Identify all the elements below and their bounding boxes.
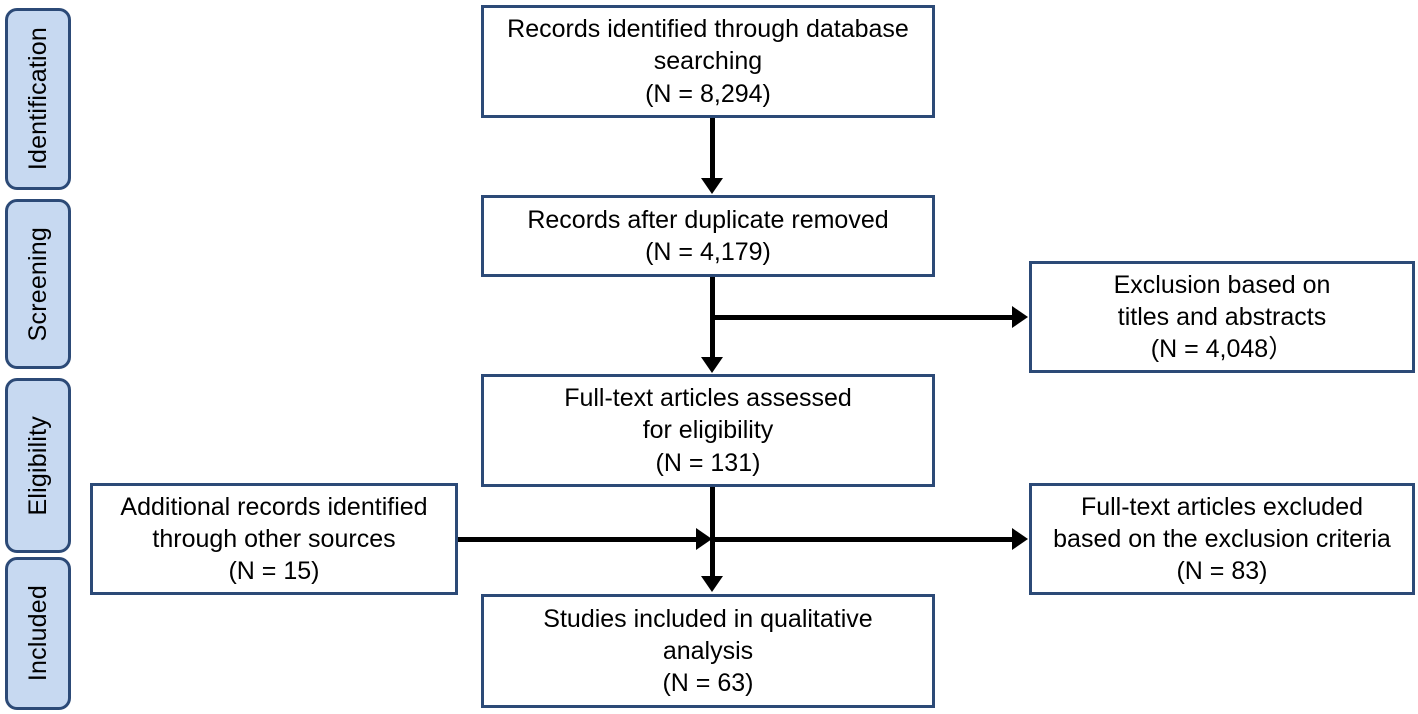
box-exclusion-titles-abstracts: Exclusion based on titles and abstracts … [1029, 261, 1415, 373]
connector-spine-to-excluded [713, 537, 1013, 542]
arrowhead-spine-to-excluded [1012, 528, 1028, 550]
box-fulltext-assessed-text: Full-text articles assessed for eligibil… [564, 384, 852, 477]
stage-included-label: Included [23, 585, 52, 682]
box-studies-included-text: Studies included in qualitative analysis… [543, 604, 873, 698]
box-exclusion-titles-abstracts-text: Exclusion based on titles and abstracts … [1113, 270, 1331, 364]
stage-eligibility-label: Eligibility [23, 415, 52, 516]
box-studies-included: Studies included in qualitative analysis… [481, 594, 935, 708]
box-records-identified: Records identified through database sear… [481, 5, 935, 118]
box-additional-records: Additional records identified through ot… [90, 483, 458, 595]
stage-screening-label: Screening [23, 226, 52, 342]
connector-identified-to-duplicates [710, 118, 715, 181]
box-records-identified-text: Records identified through database sear… [507, 15, 909, 108]
arrowhead-fulltext-to-included [701, 576, 723, 592]
arrowhead-branch-to-exclusion [1012, 306, 1028, 328]
box-records-after-duplicates: Records after duplicate removed (N = 4,1… [481, 195, 935, 277]
stage-identification: Identification [5, 8, 71, 190]
stage-identification-label: Identification [23, 27, 52, 171]
connector-branch-to-exclusion [710, 315, 1013, 320]
box-fulltext-assessed: Full-text articles assessed for eligibil… [481, 374, 935, 487]
stage-eligibility: Eligibility [5, 378, 71, 553]
stage-screening: Screening [5, 199, 71, 369]
stage-included: Included [5, 557, 71, 710]
connector-additional-to-spine [458, 537, 698, 542]
box-fulltext-excluded-text: Full-text articles excluded based on the… [1053, 492, 1391, 586]
arrowhead-duplicates-to-fulltext [701, 357, 723, 373]
arrowhead-additional-to-spine [696, 528, 712, 550]
connector-fulltext-to-included [710, 487, 715, 579]
box-fulltext-excluded: Full-text articles excluded based on the… [1029, 483, 1415, 595]
box-records-after-duplicates-text: Records after duplicate removed (N = 4,1… [527, 205, 889, 266]
box-additional-records-text: Additional records identified through ot… [120, 492, 428, 586]
arrowhead-identified-to-duplicates [701, 178, 723, 194]
